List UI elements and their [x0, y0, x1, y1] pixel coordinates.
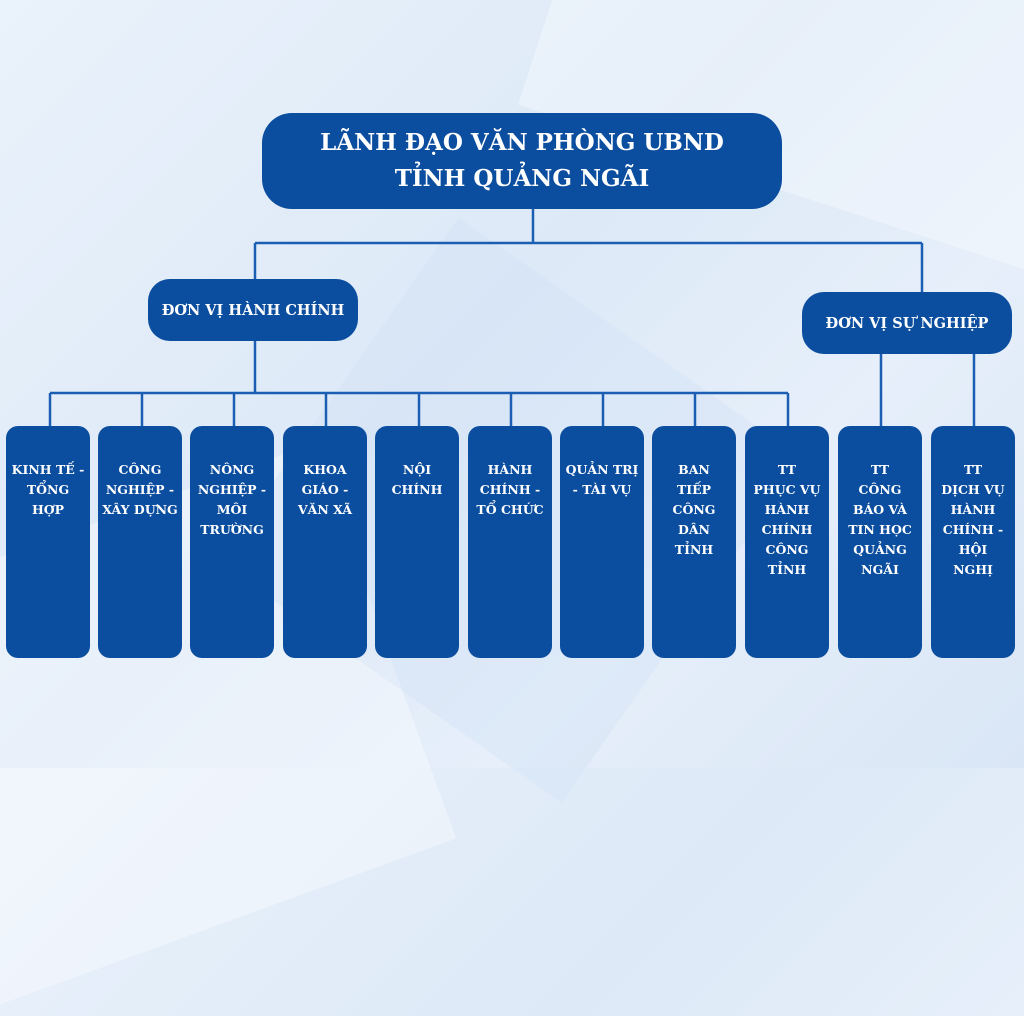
unit-label: HÀNH CHÍNH - TỔ CHỨC — [476, 462, 544, 517]
unit-label: KHOA GIÁO - VĂN XÃ — [297, 462, 353, 517]
unit-label: BAN TIẾP CÔNG DÂN TỈNH — [672, 462, 716, 557]
connector-lines — [48, 209, 976, 426]
unit-kinh-te-tong-hop: KINH TẾ - TỔNG HỢP — [6, 426, 90, 658]
leadership-box: LÃNH ĐẠO VĂN PHÒNG UBND TỈNH QUẢNG NGÃI — [262, 113, 782, 209]
unit-hanh-chinh-to-chuc: HÀNH CHÍNH - TỔ CHỨC — [468, 426, 552, 658]
unit-label: TT PHỤC VỤ HÀNH CHÍNH CÔNG TỈNH — [753, 462, 821, 577]
unit-label: CÔNG NGHIỆP - XÂY DỰNG — [102, 462, 178, 517]
unit-label: KINH TẾ - TỔNG HỢP — [11, 462, 85, 517]
unit-label: TT CÔNG BÁO VÀ TIN HỌC QUẢNG NGÃI — [848, 462, 912, 577]
leadership-title-line1: LÃNH ĐẠO VĂN PHÒNG UBND — [320, 129, 724, 156]
unit-label: TT DỊCH VỤ HÀNH CHÍNH - HỘI NGHỊ — [941, 462, 1005, 577]
service-group-box: ĐƠN VỊ SỰ NGHIỆP — [802, 292, 1012, 354]
unit-nong-nghiep-moi-truong: NÔNG NGHIỆP - MÔI TRƯỜNG — [190, 426, 274, 658]
unit-cong-nghiep-xay-dung: CÔNG NGHIỆP - XÂY DỰNG — [98, 426, 182, 658]
unit-tt-cong-bao-tin-hoc: TT CÔNG BÁO VÀ TIN HỌC QUẢNG NGÃI — [838, 426, 922, 658]
unit-khoa-giao-van-xa: KHOA GIÁO - VĂN XÃ — [283, 426, 367, 658]
administrative-group-label: ĐƠN VỊ HÀNH CHÍNH — [161, 301, 345, 319]
unit-tt-phuc-vu-hanh-chinh-cong: TT PHỤC VỤ HÀNH CHÍNH CÔNG TỈNH — [745, 426, 829, 658]
unit-label: QUẢN TRỊ - TÀI VỤ — [565, 462, 639, 497]
unit-tt-dich-vu-hanh-chinh-hoi-nghi: TT DỊCH VỤ HÀNH CHÍNH - HỘI NGHỊ — [931, 426, 1015, 658]
unit-label: NÔNG NGHIỆP - MÔI TRƯỜNG — [197, 462, 267, 537]
leadership-title-line2: TỈNH QUẢNG NGÃI — [394, 165, 650, 192]
unit-noi-chinh: NỘI CHÍNH — [375, 426, 459, 658]
unit-quan-tri-tai-vu: QUẢN TRỊ - TÀI VỤ — [560, 426, 644, 658]
unit-label: NỘI CHÍNH — [391, 462, 443, 497]
administrative-group-box: ĐƠN VỊ HÀNH CHÍNH — [148, 279, 358, 341]
service-group-label: ĐƠN VỊ SỰ NGHIỆP — [825, 314, 989, 332]
unit-ban-tiep-cong-dan: BAN TIẾP CÔNG DÂN TỈNH — [652, 426, 736, 658]
